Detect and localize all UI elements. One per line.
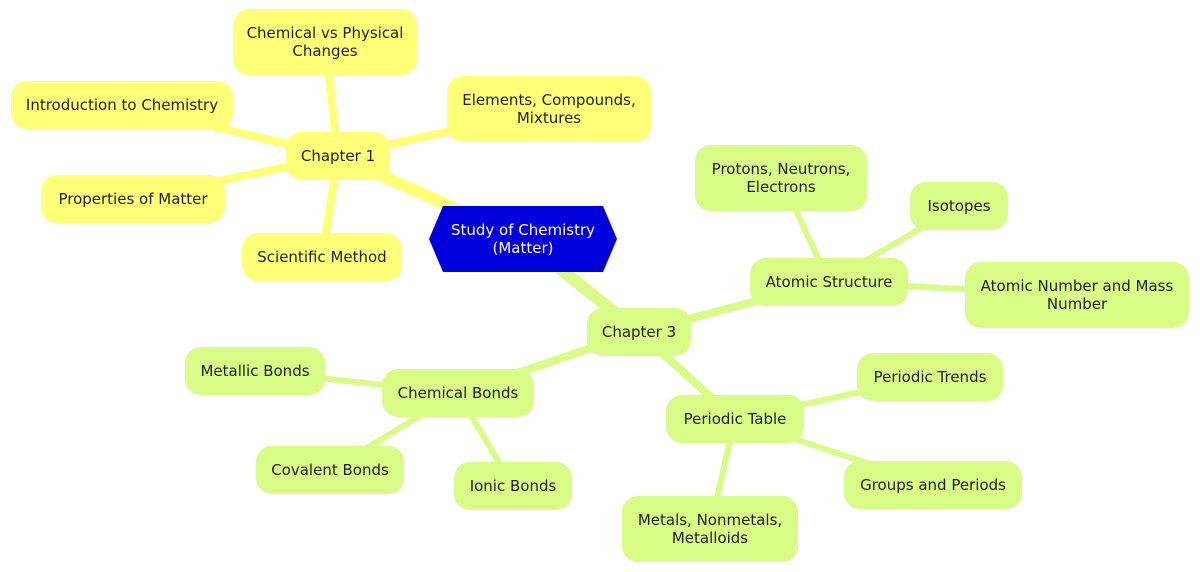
elements-compounds-mixtures-label-line-1: Elements, Compounds, (462, 91, 636, 109)
periodic-table-node[interactable]: Periodic Table (666, 395, 804, 443)
introduction-to-chemistry-node[interactable]: Introduction to Chemistry (11, 81, 233, 129)
atomic-structure-label-line-1: Atomic Structure (766, 273, 893, 291)
periodic-table-label-line-1: Periodic Table (684, 410, 787, 428)
covalent-bonds-shape (256, 446, 404, 494)
isotopes-label-line-1: Isotopes (927, 197, 990, 215)
covalent-bonds-label-line-1: Covalent Bonds (271, 461, 389, 479)
metallic-bonds-shape (185, 347, 325, 395)
root-label-line-1: Study of Chemistry (451, 221, 595, 239)
elements-compounds-mixtures-shape (447, 76, 651, 142)
atomic-number-and-mass-number-label-line-2: Number (1047, 295, 1108, 313)
introduction-to-chemistry-shape (11, 81, 233, 129)
chemical-bonds-node[interactable]: Chemical Bonds (382, 369, 534, 417)
periodic-trends-shape (857, 353, 1003, 401)
nodes-layer: Study of Chemistry(Matter) Chapter 1 Chemi… (11, 9, 1189, 562)
protons-neutrons-electrons-label-line-1: Protons, Neutrons, (712, 160, 851, 178)
periodic-trends-label-line-1: Periodic Trends (874, 368, 987, 386)
protons-neutrons-electrons-label-line-2: Electrons (746, 178, 816, 196)
chemical-vs-physical-changes-shape (233, 9, 417, 75)
periodic-trends-node[interactable]: Periodic Trends (857, 353, 1003, 401)
protons-neutrons-electrons-node[interactable]: Protons, Neutrons,Electrons (695, 145, 867, 211)
chapter-3-label-line-1: Chapter 3 (602, 323, 676, 341)
metallic-bonds-label-line-1: Metallic Bonds (200, 362, 309, 380)
metals-nonmetals-metalloids-node[interactable]: Metals, Nonmetals,Metalloids (622, 496, 798, 562)
elements-compounds-mixtures-node[interactable]: Elements, Compounds,Mixtures (447, 76, 651, 142)
scientific-method-node[interactable]: Scientific Method (242, 233, 402, 281)
chemical-bonds-shape (382, 369, 534, 417)
protons-neutrons-electrons-shape (695, 145, 867, 211)
ionic-bonds-shape (454, 462, 572, 510)
groups-and-periods-label-line-1: Groups and Periods (860, 476, 1006, 494)
chemical-bonds-label-line-1: Chemical Bonds (398, 384, 519, 402)
chapter-3-node[interactable]: Chapter 3 (587, 308, 691, 356)
scientific-method-shape (242, 233, 402, 281)
covalent-bonds-node[interactable]: Covalent Bonds (256, 446, 404, 494)
periodic-table-shape (666, 395, 804, 443)
groups-and-periods-shape (844, 461, 1022, 509)
chapter-1-node[interactable]: Chapter 1 (286, 132, 390, 180)
properties-of-matter-node[interactable]: Properties of Matter (41, 175, 225, 223)
elements-compounds-mixtures-label-line-2: Mixtures (517, 109, 581, 127)
root-shape (429, 206, 617, 272)
isotopes-node[interactable]: Isotopes (910, 182, 1008, 230)
metals-nonmetals-metalloids-label-line-1: Metals, Nonmetals, (638, 511, 782, 529)
isotopes-shape (910, 182, 1008, 230)
chapter-3-shape (587, 308, 691, 356)
metals-nonmetals-metalloids-label-line-2: Metalloids (672, 529, 748, 547)
chemical-vs-physical-changes-label-line-2: Changes (292, 42, 357, 60)
atomic-number-and-mass-number-shape (965, 262, 1189, 328)
metallic-bonds-node[interactable]: Metallic Bonds (185, 347, 325, 395)
atomic-structure-node[interactable]: Atomic Structure (750, 258, 908, 306)
chapter-1-shape (286, 132, 390, 180)
atomic-number-and-mass-number-label-line-1: Atomic Number and Mass (981, 277, 1174, 295)
root-node[interactable]: Study of Chemistry(Matter) (429, 206, 617, 272)
chemical-vs-physical-changes-label-line-1: Chemical vs Physical (247, 24, 404, 42)
chapter-1-label-line-1: Chapter 1 (301, 147, 375, 165)
properties-of-matter-label-line-1: Properties of Matter (58, 190, 208, 208)
scientific-method-label-line-1: Scientific Method (257, 248, 386, 266)
atomic-structure-shape (750, 258, 908, 306)
metals-nonmetals-metalloids-shape (622, 496, 798, 562)
ionic-bonds-node[interactable]: Ionic Bonds (454, 462, 572, 510)
ionic-bonds-label-line-1: Ionic Bonds (470, 477, 557, 495)
root-label-line-2: (Matter) (493, 239, 554, 257)
introduction-to-chemistry-label-line-1: Introduction to Chemistry (26, 96, 218, 114)
properties-of-matter-shape (41, 175, 225, 223)
groups-and-periods-node[interactable]: Groups and Periods (844, 461, 1022, 509)
